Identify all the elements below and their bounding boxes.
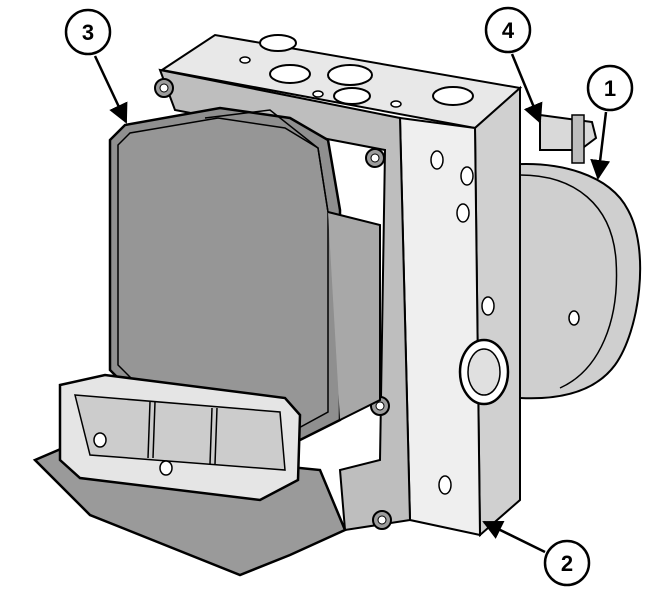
pump-motor: [504, 113, 642, 400]
callout-2-label: 2: [561, 551, 573, 576]
ecu-cover: [108, 106, 381, 442]
hydraulic-block: [159, 33, 523, 538]
callout-1: 1: [586, 64, 634, 180]
connector-housing: [32, 373, 347, 577]
callout-4-label: 4: [502, 18, 515, 43]
callout-2: 2: [482, 520, 591, 587]
callout-3-label: 3: [82, 20, 94, 45]
callout-3: 3: [64, 8, 128, 124]
callout-1-label: 1: [604, 76, 616, 101]
callout-4: 4: [484, 6, 543, 124]
